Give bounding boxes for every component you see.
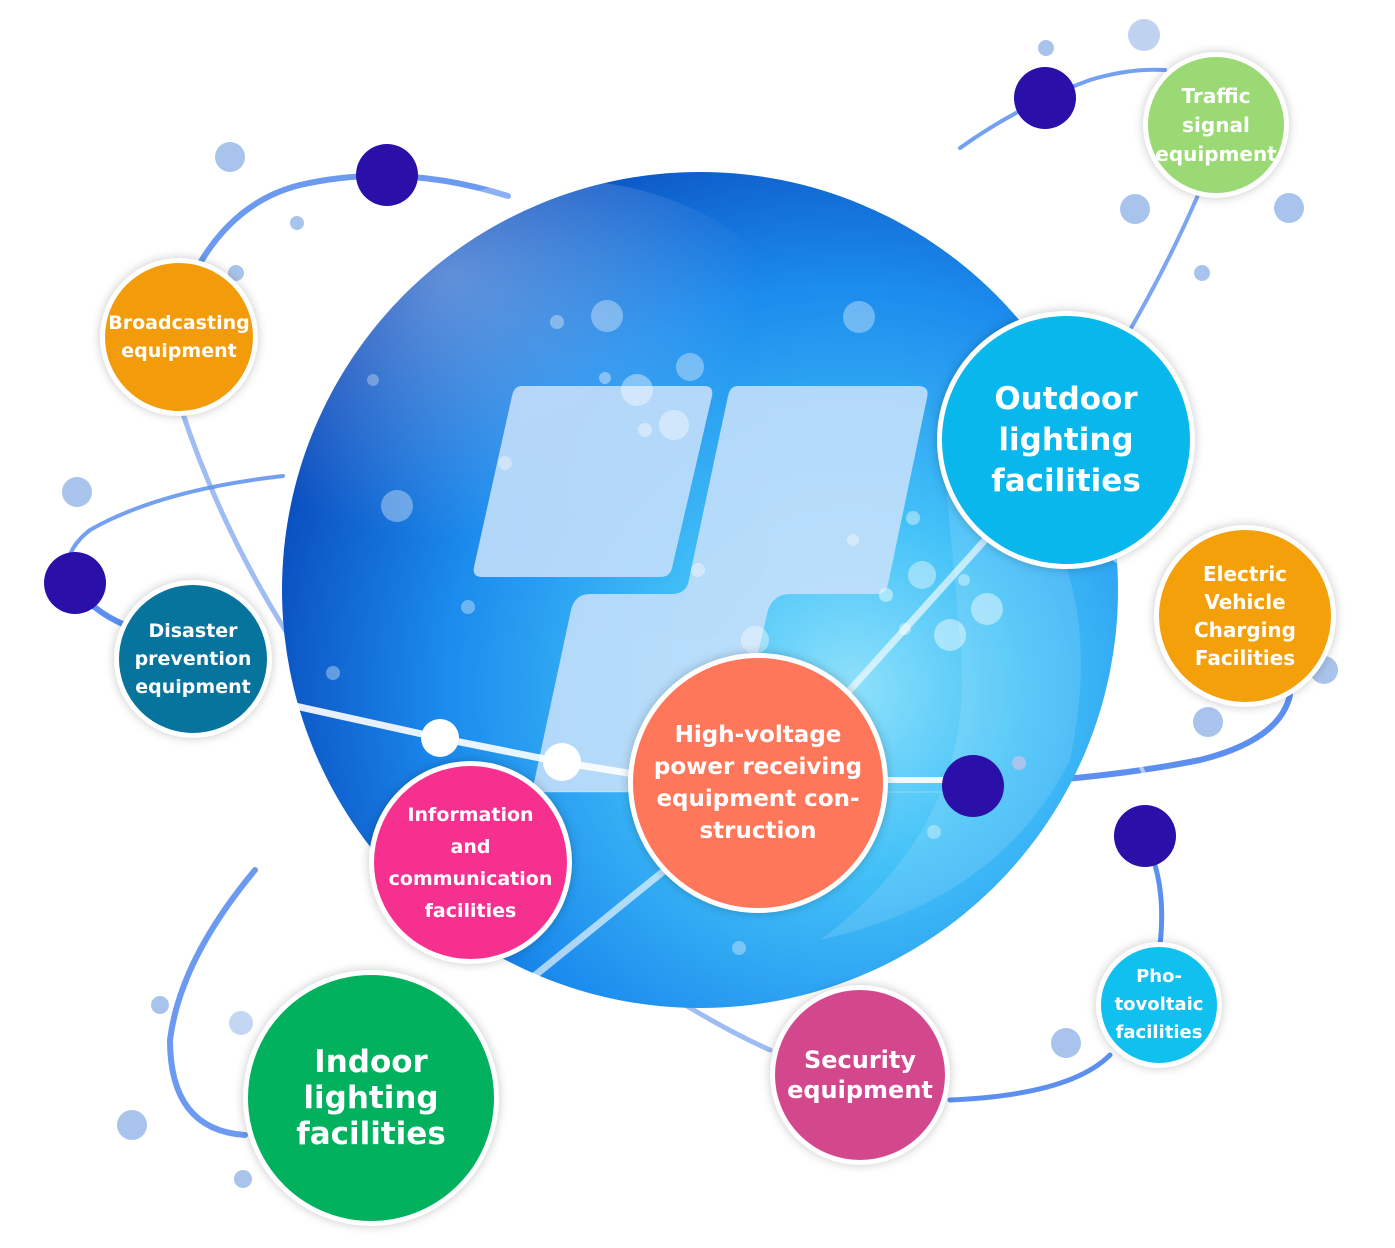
- node-label: Traffic signal equipment: [1155, 83, 1277, 166]
- junction-dots: [421, 719, 581, 781]
- node-broadcasting-equipment: Broadcasting equipment: [100, 258, 258, 416]
- orbit-bottom-pv: [947, 1052, 1113, 1103]
- node-label: Pho- tovoltaic facilities: [1114, 966, 1204, 1043]
- orbit-planets: [44, 67, 1176, 867]
- node-label: Disaster prevention equipment: [134, 620, 252, 698]
- node-label: Indoor lighting facilities: [296, 1044, 446, 1152]
- orbit-bottom-left: [166, 867, 258, 1138]
- company-logo-icon: [473, 386, 928, 792]
- node-label: Security equipment: [787, 1046, 933, 1104]
- node-label: Information and communication facilities: [388, 803, 553, 922]
- connector-lines: [264, 536, 1162, 1024]
- planet: [1014, 67, 1076, 129]
- node-label: Electric Vehicle Charging Facilities: [1193, 562, 1296, 670]
- orbit-right-vertical: [1128, 193, 1200, 332]
- node-information-communication-facilities: Information and communication facilities: [369, 761, 572, 964]
- orbit-top-right: [958, 67, 1167, 150]
- planet: [1114, 805, 1176, 867]
- node-label: High-voltage power receiving equipment c…: [653, 722, 863, 844]
- sphere-bubbles: [326, 300, 1003, 955]
- node-photovoltaic-facilities: Pho- tovoltaic facilities: [1096, 942, 1222, 1068]
- orbit-right-pv: [1152, 862, 1165, 948]
- node-outdoor-lighting-facilities: Outdoor lighting facilities: [937, 311, 1195, 569]
- node-disaster-prevention-equipment: Disaster prevention equipment: [114, 580, 272, 738]
- junction-dot: [543, 743, 581, 781]
- orbit-top-left: [179, 172, 511, 303]
- node-traffic-signal-equipment: Traffic signal equipment: [1143, 52, 1289, 198]
- node-security-equipment: Security equipment: [770, 985, 950, 1165]
- planet: [942, 755, 1004, 817]
- planet: [356, 144, 418, 206]
- planet: [44, 552, 106, 614]
- node-indoor-lighting-facilities: Indoor lighting facilities: [243, 970, 499, 1226]
- node-high-voltage-power-receiving: High-voltage power receiving equipment c…: [628, 653, 888, 913]
- node-label: Outdoor lighting facilities: [991, 380, 1141, 499]
- node-ev-charging-facilities: Electric Vehicle Charging Facilities: [1154, 525, 1336, 707]
- junction-dot: [421, 719, 459, 757]
- node-label: Broadcasting equipment: [108, 312, 250, 362]
